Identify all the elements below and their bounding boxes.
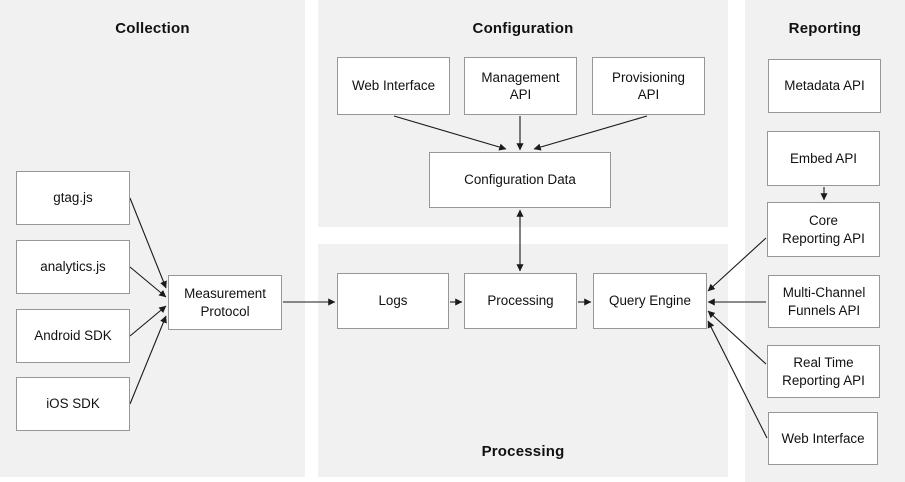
node-gtag-js: gtag.js — [16, 171, 130, 225]
node-config-web-interface: Web Interface — [337, 57, 450, 115]
node-provisioning-api: Provisioning API — [592, 57, 705, 115]
node-analytics-js: analytics.js — [16, 240, 130, 294]
node-core-reporting-api: Core Reporting API — [767, 202, 880, 257]
node-metadata-api: Metadata API — [768, 59, 881, 113]
processing-panel-title: Processing — [481, 443, 565, 460]
node-multi-channel-funnels-api: Multi-Channel Funnels API — [768, 275, 880, 328]
collection-panel-title: Collection — [115, 20, 190, 37]
node-processing: Processing — [464, 273, 577, 329]
configuration-panel-title: Configuration — [472, 20, 574, 37]
node-management-api: Management API — [464, 57, 577, 115]
node-query-engine: Query Engine — [593, 273, 707, 329]
reporting-panel-title: Reporting — [788, 20, 862, 37]
node-android-sdk: Android SDK — [16, 309, 130, 363]
node-measurement-protocol: Measurement Protocol — [168, 275, 282, 330]
node-reporting-web-interface: Web Interface — [768, 412, 878, 465]
node-configuration-data: Configuration Data — [429, 152, 611, 208]
node-real-time-reporting-api: Real Time Reporting API — [767, 345, 880, 398]
node-logs: Logs — [337, 273, 449, 329]
node-ios-sdk: iOS SDK — [16, 377, 130, 431]
node-embed-api: Embed API — [767, 131, 880, 186]
